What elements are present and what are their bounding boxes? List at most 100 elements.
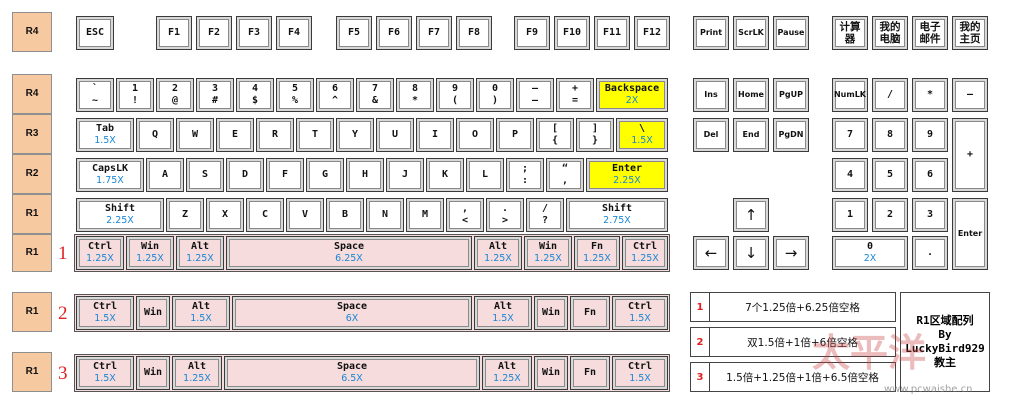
key-v[interactable]: V <box>286 198 324 232</box>
key-sym20[interactable]: `~ <box>76 78 114 112</box>
key-f1[interactable]: F1 <box>156 16 192 50</box>
key-2[interactable]: 2@ <box>156 78 194 112</box>
key-a[interactable]: A <box>146 158 184 192</box>
key-esc[interactable]: ESC <box>76 16 114 50</box>
key-sym18[interactable]: 电子邮件 <box>912 16 948 50</box>
key-b[interactable]: B <box>326 198 364 232</box>
key-5[interactable]: 5% <box>276 78 314 112</box>
key-f8[interactable]: F8 <box>456 16 492 50</box>
key-f2[interactable]: F2 <box>196 16 232 50</box>
key-t[interactable]: T <box>296 118 334 152</box>
key-w[interactable]: W <box>176 118 214 152</box>
key-c[interactable]: C <box>246 198 284 232</box>
key-z[interactable]: Z <box>166 198 204 232</box>
key-1[interactable]: 1 <box>832 198 868 232</box>
key-sym31[interactable]: –— <box>516 78 554 112</box>
key-f10[interactable]: F10 <box>554 16 590 50</box>
key-q[interactable]: Q <box>136 118 174 152</box>
key-f9[interactable]: F9 <box>514 16 550 50</box>
key-sym90[interactable]: → <box>773 236 809 270</box>
key-6[interactable]: 6 <box>912 158 948 192</box>
key-1[interactable]: 1! <box>116 78 154 112</box>
key-pgdn[interactable]: PgDN <box>773 118 809 152</box>
key-sym70[interactable]: .> <box>486 198 524 232</box>
key-j[interactable]: J <box>386 158 424 192</box>
key-5[interactable]: 5 <box>872 158 908 192</box>
key-sym94[interactable]: – <box>952 78 988 112</box>
key-sym92[interactable]: / <box>872 78 908 112</box>
key-4[interactable]: 4 <box>832 158 868 192</box>
key-m[interactable]: M <box>406 198 444 232</box>
key-n[interactable]: N <box>366 198 404 232</box>
key-sym88[interactable]: ← <box>693 236 729 270</box>
key-sym107[interactable]: . <box>912 236 948 270</box>
key-win[interactable]: Win <box>534 296 568 330</box>
key-sym19[interactable]: 我的主页 <box>952 16 988 50</box>
key-enter[interactable]: Enter <box>952 198 988 270</box>
key-sym45[interactable]: [{ <box>536 118 574 152</box>
key-r[interactable]: R <box>256 118 294 152</box>
key-8[interactable]: 8 <box>872 118 908 152</box>
key-ins[interactable]: Ins <box>693 78 729 112</box>
key-sym47[interactable]: \1.5X <box>616 118 668 152</box>
key-f6[interactable]: F6 <box>376 16 412 50</box>
key-win[interactable]: Win <box>534 356 568 390</box>
key-pause[interactable]: Pause <box>773 16 809 50</box>
key-f[interactable]: F <box>266 158 304 192</box>
key-f3[interactable]: F3 <box>236 16 272 50</box>
key-f12[interactable]: F12 <box>634 16 670 50</box>
key-s[interactable]: S <box>186 158 224 192</box>
key-scrlk[interactable]: ScrLK <box>733 16 769 50</box>
key-9[interactable]: 9 <box>912 118 948 152</box>
key-win[interactable]: Win <box>136 296 170 330</box>
key-3[interactable]: 3# <box>196 78 234 112</box>
key-f4[interactable]: F4 <box>276 16 312 50</box>
key-k[interactable]: K <box>426 158 464 192</box>
key-e[interactable]: E <box>216 118 254 152</box>
key-2[interactable]: 2 <box>872 198 908 232</box>
key-0[interactable]: 0) <box>476 78 514 112</box>
key-u[interactable]: U <box>376 118 414 152</box>
key-p[interactable]: P <box>496 118 534 152</box>
key-7[interactable]: 7 <box>832 118 868 152</box>
key-sym32[interactable]: += <box>556 78 594 112</box>
key-sym46[interactable]: ]} <box>576 118 614 152</box>
key-7[interactable]: 7& <box>356 78 394 112</box>
key-pgup[interactable]: PgUP <box>773 78 809 112</box>
key-sym87[interactable]: ↑ <box>733 198 769 232</box>
key-6[interactable]: 6^ <box>316 78 354 112</box>
key-sym93[interactable]: * <box>912 78 948 112</box>
key-del[interactable]: Del <box>693 118 729 152</box>
key-8[interactable]: 8* <box>396 78 434 112</box>
key-sym89[interactable]: ↓ <box>733 236 769 270</box>
key-4[interactable]: 4$ <box>236 78 274 112</box>
key-o[interactable]: O <box>456 118 494 152</box>
key-l[interactable]: L <box>466 158 504 192</box>
key-win[interactable]: Win <box>136 356 170 390</box>
key-d[interactable]: D <box>226 158 264 192</box>
key-end[interactable]: End <box>733 118 769 152</box>
key-sym16[interactable]: 计算器 <box>832 16 868 50</box>
key-f7[interactable]: F7 <box>416 16 452 50</box>
key-numlk[interactable]: NumLK <box>832 78 868 112</box>
